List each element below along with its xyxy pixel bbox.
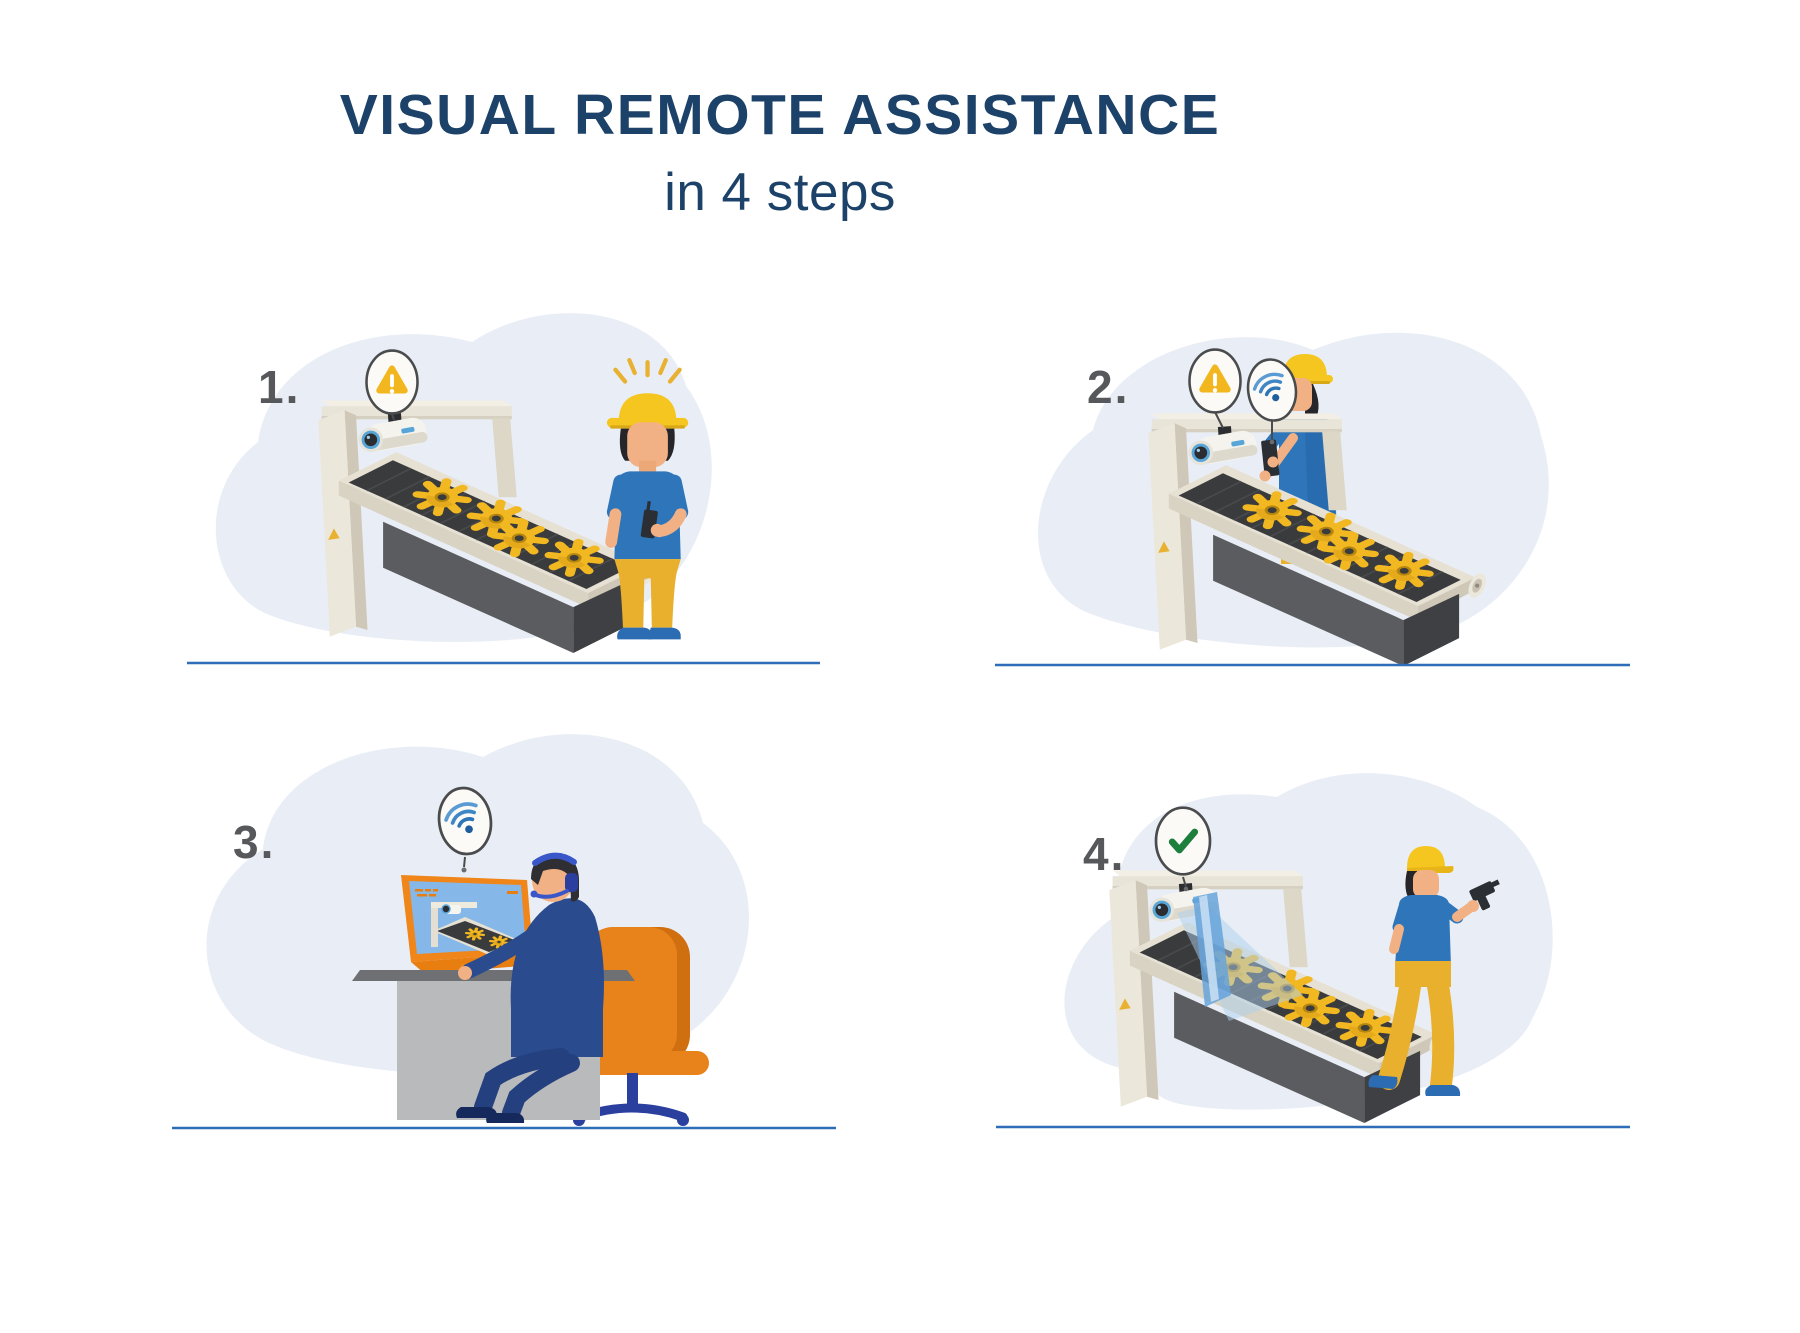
check-balloon (1156, 808, 1210, 875)
step-number-1: 1. (258, 361, 301, 413)
step-panel-1: 1. (130, 278, 910, 758)
warning-balloon (1190, 350, 1241, 413)
step-1-illustration (187, 313, 820, 665)
step-4-illustration (996, 773, 1630, 1129)
remote-expert (456, 852, 604, 1123)
page-subtitle: in 4 steps (664, 162, 896, 222)
step-3-illustration (172, 734, 836, 1130)
step-number-2: 2. (1087, 361, 1130, 413)
step-2-illustration (995, 332, 1630, 758)
balloon-stem (1214, 411, 1224, 429)
headset-icon (532, 852, 577, 866)
step-panel-3: 3. (115, 665, 895, 1145)
check-icon (1156, 808, 1210, 875)
page-title: VISUAL REMOTE ASSISTANCE (339, 83, 1221, 147)
screen-content (415, 889, 521, 955)
step-panel-2: 2. (855, 278, 1635, 758)
warning-balloon (367, 351, 418, 414)
factory-worker (1368, 846, 1500, 1096)
warning-icon (367, 351, 418, 414)
step-panel-4: 4. (855, 665, 1635, 1145)
title-block: VISUAL REMOTE ASSISTANCE in 4 steps (0, 83, 1560, 223)
balloon-stem (463, 856, 466, 868)
balloon-stem (391, 413, 395, 421)
scanner-beam (1177, 892, 1303, 1021)
desktop-monitor (401, 875, 545, 983)
step-number-4: 4. (1083, 828, 1126, 880)
handheld-tool (1469, 879, 1500, 911)
balloon-stem (1182, 876, 1187, 888)
warning-icon (1190, 350, 1241, 413)
step-number-3: 3. (233, 816, 276, 868)
